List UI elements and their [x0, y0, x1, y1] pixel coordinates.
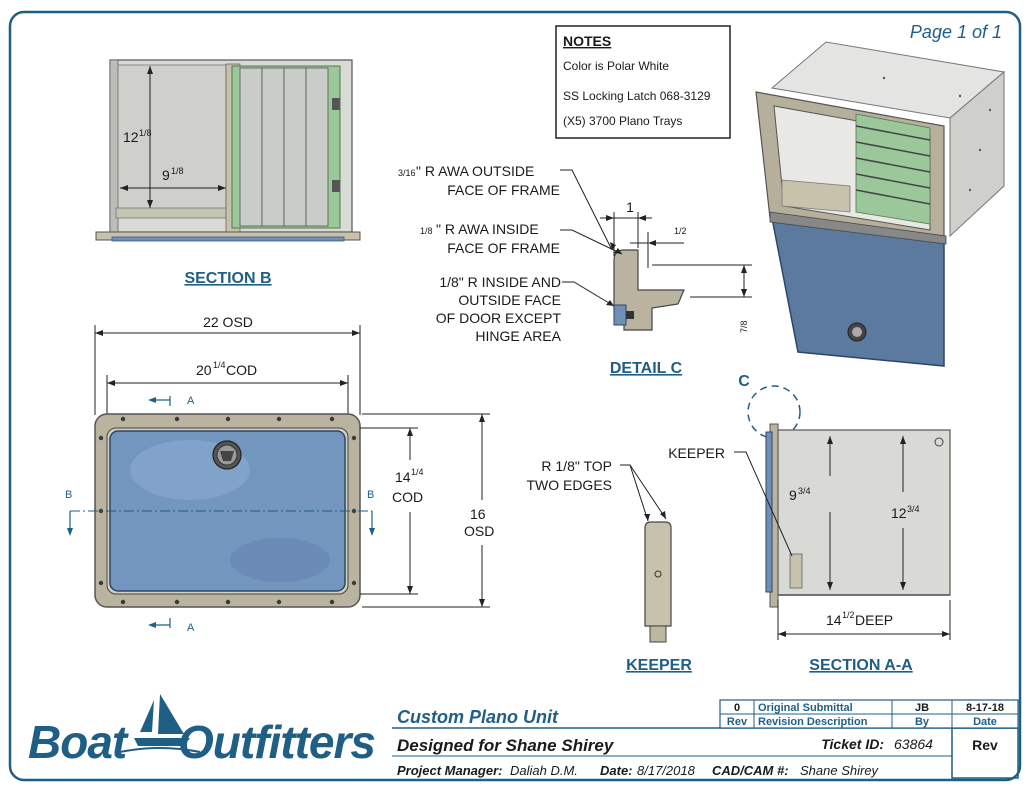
- revision-description: Original Submittal: [758, 702, 853, 714]
- front-dim-osd-height: 16: [470, 506, 486, 522]
- detail-c-callout-2a: " R AWA INSIDE: [436, 221, 539, 237]
- detail-c-dim-seven-eighths: 7/8: [739, 320, 749, 333]
- notes-line-3: (X5) 3700 Plano Trays: [563, 114, 682, 128]
- page-label: Page 1 of 1: [910, 22, 1002, 42]
- logo-outfitters: Outfitters: [178, 716, 375, 768]
- notes-line-2: SS Locking Latch 068-3129: [563, 89, 711, 103]
- front-dim-cod-width: 20: [196, 362, 212, 378]
- project-title: Custom Plano Unit: [397, 707, 559, 727]
- pm-label: Project Manager:: [397, 763, 502, 778]
- cad-label: CAD/CAM #:: [712, 763, 789, 778]
- section-aa-title: SECTION A-A: [809, 657, 913, 674]
- ticket-label: Ticket ID:: [821, 736, 884, 752]
- front-dim-cod-width-suffix: COD: [226, 362, 257, 378]
- section-b-title: SECTION B: [184, 270, 271, 287]
- section-b-dim-width-frac: 1/8: [171, 166, 184, 176]
- keeper-callout-b: TWO EDGES: [526, 477, 612, 493]
- cut-marker-b-left: B: [65, 489, 72, 501]
- col-by: By: [915, 716, 930, 728]
- section-aa-view: [734, 385, 951, 640]
- logo-boat: Boat: [28, 716, 129, 768]
- section-b-dim-width: 9: [162, 167, 170, 183]
- keeper-title: KEEPER: [626, 657, 692, 674]
- detail-c-callout-3a: 1/8" R INSIDE AND: [439, 274, 561, 290]
- pm-value: Daliah D.M.: [510, 763, 578, 778]
- detail-c-callout-1-frac: 3/16: [398, 168, 416, 178]
- keeper-view: [620, 464, 672, 643]
- sheet-border: [8, 10, 1022, 782]
- detail-c-callout-3b: OUTSIDE FACE: [458, 292, 561, 308]
- detail-c-callout-2b: FACE OF FRAME: [447, 240, 560, 256]
- section-aa-dim-deep: 14: [826, 612, 842, 628]
- cut-marker-a-bottom: A: [187, 622, 195, 634]
- section-aa-dim-deep-frac: 1/2: [842, 610, 855, 620]
- revision-by: JB: [915, 702, 929, 714]
- designed-for: Designed for Shane Shirey: [397, 736, 615, 755]
- front-dim-cod-height: 14: [395, 469, 411, 485]
- col-desc: Revision Description: [758, 716, 868, 728]
- cut-marker-b-right: B: [367, 489, 374, 501]
- section-aa-dim-deep-suffix: DEEP: [855, 612, 893, 628]
- ticket-value: 63864: [894, 736, 933, 752]
- detail-c-callout-3d: HINGE AREA: [475, 328, 561, 344]
- front-dim-cod-height-frac: 1/4: [411, 467, 424, 477]
- section-aa-dim-inner-frac: 3/4: [798, 486, 811, 496]
- detail-c-dim-half: 1/2: [674, 226, 687, 236]
- front-dim-cod-width-frac: 1/4: [213, 360, 226, 370]
- section-aa-keeper-label: KEEPER: [668, 445, 725, 461]
- revision-date: 8-17-18: [966, 702, 1004, 714]
- notes-box: NOTES Color is Polar White SS Locking La…: [555, 25, 731, 139]
- front-dim-cod-height-suffix: COD: [392, 489, 423, 505]
- cut-marker-a-top: A: [187, 395, 195, 407]
- date-value: 8/17/2018: [637, 763, 696, 778]
- section-b-dim-height: 12: [123, 129, 139, 145]
- notes-title: NOTES: [563, 33, 611, 49]
- section-aa-dim-inner: 9: [789, 487, 797, 503]
- section-b-view: [95, 59, 361, 242]
- front-dim-osd-width: 22 OSD: [203, 314, 253, 330]
- detail-c-callout-1a: " R AWA OUTSIDE: [416, 163, 534, 179]
- notes-line-1: Color is Polar White: [563, 59, 669, 73]
- detail-c-view: [560, 169, 752, 331]
- front-dim-osd-height-suffix: OSD: [464, 523, 494, 539]
- detail-c-title: DETAIL C: [610, 360, 683, 377]
- rev-header: Rev: [972, 737, 998, 753]
- front-view: [67, 325, 490, 628]
- iso-view: [755, 41, 1006, 367]
- section-aa-dim-height: 12: [891, 505, 907, 521]
- detail-c-callout-3c: OF DOOR EXCEPT: [436, 310, 562, 326]
- detail-c-callout-1b: FACE OF FRAME: [447, 182, 560, 198]
- date-label: Date:: [600, 763, 633, 778]
- col-date: Date: [973, 716, 997, 728]
- section-aa-detail-marker: C: [738, 373, 750, 390]
- detail-c-callout-2-frac: 1/8: [420, 226, 433, 236]
- section-b-dim-height-frac: 1/8: [139, 128, 152, 138]
- col-rev: Rev: [727, 716, 748, 728]
- sailboat-logo-icon: [119, 694, 201, 753]
- detail-c-dim-1: 1: [626, 199, 634, 215]
- title-block: [119, 694, 1019, 779]
- cad-value: Shane Shirey: [800, 763, 880, 778]
- keeper-callout-a: R 1/8" TOP: [541, 458, 612, 474]
- revision-rev: 0: [734, 702, 740, 714]
- section-aa-dim-height-frac: 3/4: [907, 504, 920, 514]
